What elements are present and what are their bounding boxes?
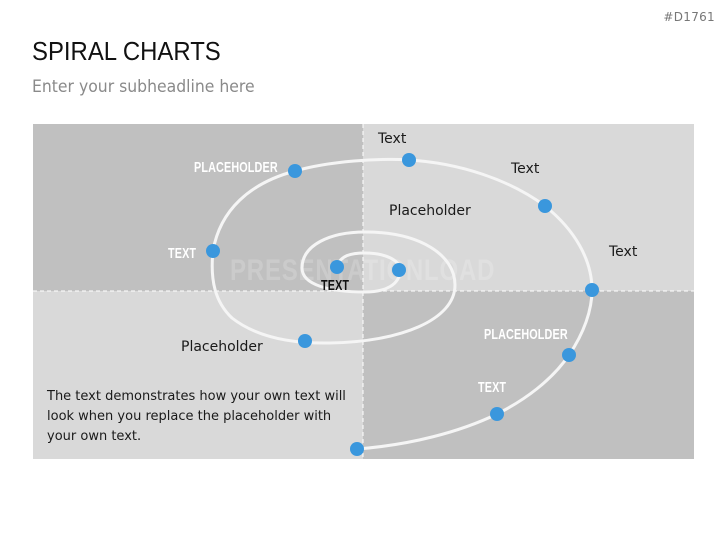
label-upper-right-text: Text [511,161,540,177]
quadrant-bottom-right [363,291,694,459]
point-4 [206,244,220,258]
spiral-points [206,153,599,456]
label-top-text: Text [378,131,407,147]
point-2 [392,263,406,277]
quadrant-bottom-left [33,291,363,459]
description-text: The text demonstrates how your own text … [47,389,346,444]
page-subtitle: Enter your subheadline here [32,77,255,97]
label-lower-placeholder: Placeholder [181,339,263,355]
label-lower-right-placeholder: PLACEHOLDER [484,326,568,343]
label-left-text: TEXT [168,245,197,262]
label-center-text: TEXT [321,277,350,294]
point-11 [350,442,364,456]
point-8 [585,283,599,297]
spiral-chart-panel [33,124,694,459]
point-3 [298,334,312,348]
point-5 [288,164,302,178]
point-7 [538,199,552,213]
watermark: PRESENTATIONLOAD [230,254,496,287]
label-bottom-text: TEXT [478,379,507,396]
quadrant-top-right [363,124,694,291]
label-right-text: Text [609,244,638,260]
quadrant-top-left [33,124,363,291]
label-inner-placeholder: Placeholder [389,203,471,219]
point-10 [490,407,504,421]
spiral-line [210,157,594,451]
slide-code: #D1761 [663,10,715,24]
point-1 [330,260,344,274]
label-top-placeholder: PLACEHOLDER [194,159,278,176]
point-9 [562,348,576,362]
point-6 [402,153,416,167]
page-title: SPIRAL CHARTS [32,36,221,66]
